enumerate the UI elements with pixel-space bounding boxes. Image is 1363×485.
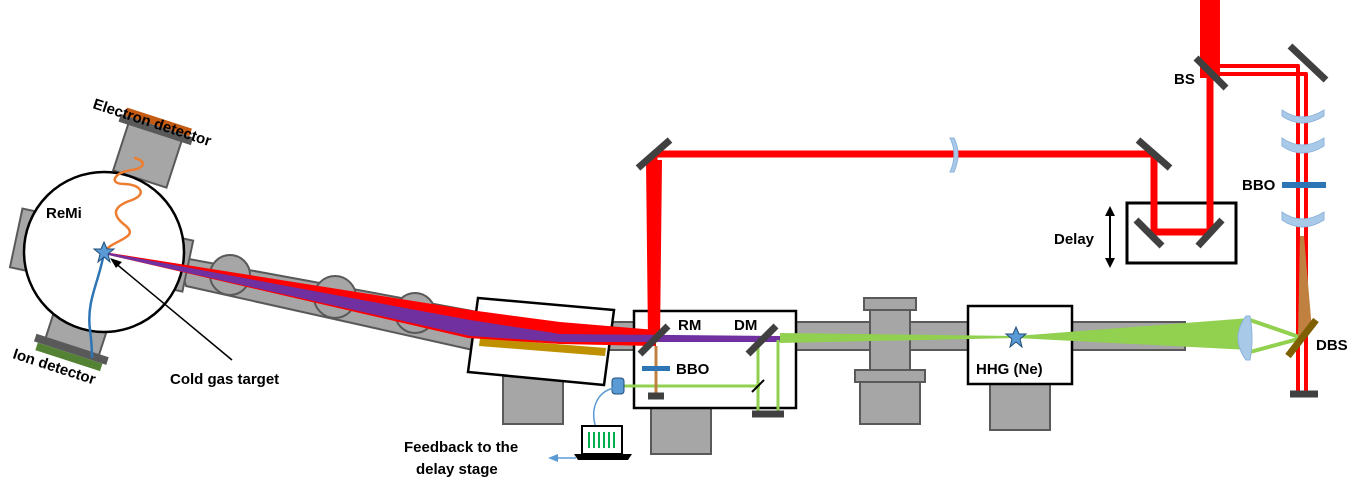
mirror-top-left (635, 137, 673, 171)
mirror-dbs (1285, 317, 1319, 359)
pump-grating (502, 375, 564, 425)
mirror-top-right (1135, 137, 1173, 171)
feedback-cable (593, 387, 615, 429)
ion-trajectory (88, 251, 106, 359)
feedback-arrow-head (548, 454, 558, 462)
pump-rm-dm (650, 407, 712, 455)
lens-green (1237, 315, 1253, 361)
pump-hhg (989, 383, 1051, 431)
tube-flange-top (863, 297, 917, 311)
electron-trajectory (102, 156, 144, 253)
hhg-star-icon (1004, 325, 1028, 349)
fundamental-to-remi (104, 252, 656, 346)
label-delay: Delay (1054, 231, 1095, 248)
label-feedback-line2: delay stage (416, 461, 498, 478)
mirror-bs (1193, 55, 1229, 91)
rm-dm-chamber (632, 309, 798, 410)
lens-right-2 (1281, 137, 1325, 154)
label-bs: BS (1174, 71, 1195, 88)
fundamental-to-rm (646, 160, 662, 340)
cold-gas-target-arrow (113, 261, 233, 361)
sh-beam-right (1298, 236, 1312, 338)
fundamental-right-arm (1210, 64, 1300, 392)
mirror-dm (745, 323, 779, 357)
label-cold-gas-target: Cold gas target (170, 371, 279, 388)
cold-gas-target-arrow-head (110, 258, 122, 268)
pump-middle (859, 377, 921, 425)
mirror-rm (637, 323, 671, 357)
mirrors (635, 43, 1329, 418)
remi-chamber (8, 107, 195, 372)
label-remi: ReMi (46, 205, 82, 222)
delay-arrow-head-down (1105, 258, 1115, 268)
gas-target-star-icon (92, 240, 116, 264)
lenses (949, 109, 1325, 361)
delay-arrow-head-up (1105, 206, 1115, 216)
xuv-to-remi (104, 252, 780, 342)
photodiode-icon (611, 377, 625, 395)
label-bbo-lower: BBO (676, 361, 710, 378)
beams (104, 0, 1312, 412)
label-dbs: DBS (1316, 337, 1348, 354)
mirror-far-right (1287, 43, 1329, 83)
lens-top (949, 137, 959, 173)
bbo-crystal-lower (642, 366, 670, 371)
lens-right-3 (1281, 211, 1325, 228)
lens-right-1 (1281, 109, 1325, 124)
label-feedback-line1: Feedback to the (404, 439, 518, 456)
label-rm: RM (678, 317, 701, 334)
pump-middle-top (854, 369, 926, 383)
bbo-crystal-right (1282, 182, 1326, 188)
mirror-delay-right (1195, 217, 1225, 249)
label-dm: DM (734, 317, 757, 334)
grating (479, 338, 606, 356)
label-hhg: HHG (Ne) (976, 361, 1043, 378)
green-beam-main (780, 318, 1250, 350)
mirror-delay-left (1133, 217, 1165, 249)
label-bbo-right: BBO (1242, 177, 1276, 194)
ion-detector (35, 342, 103, 372)
laptop-icon (574, 425, 632, 460)
small-mirror-green (751, 379, 765, 393)
electron-detector (124, 107, 192, 137)
